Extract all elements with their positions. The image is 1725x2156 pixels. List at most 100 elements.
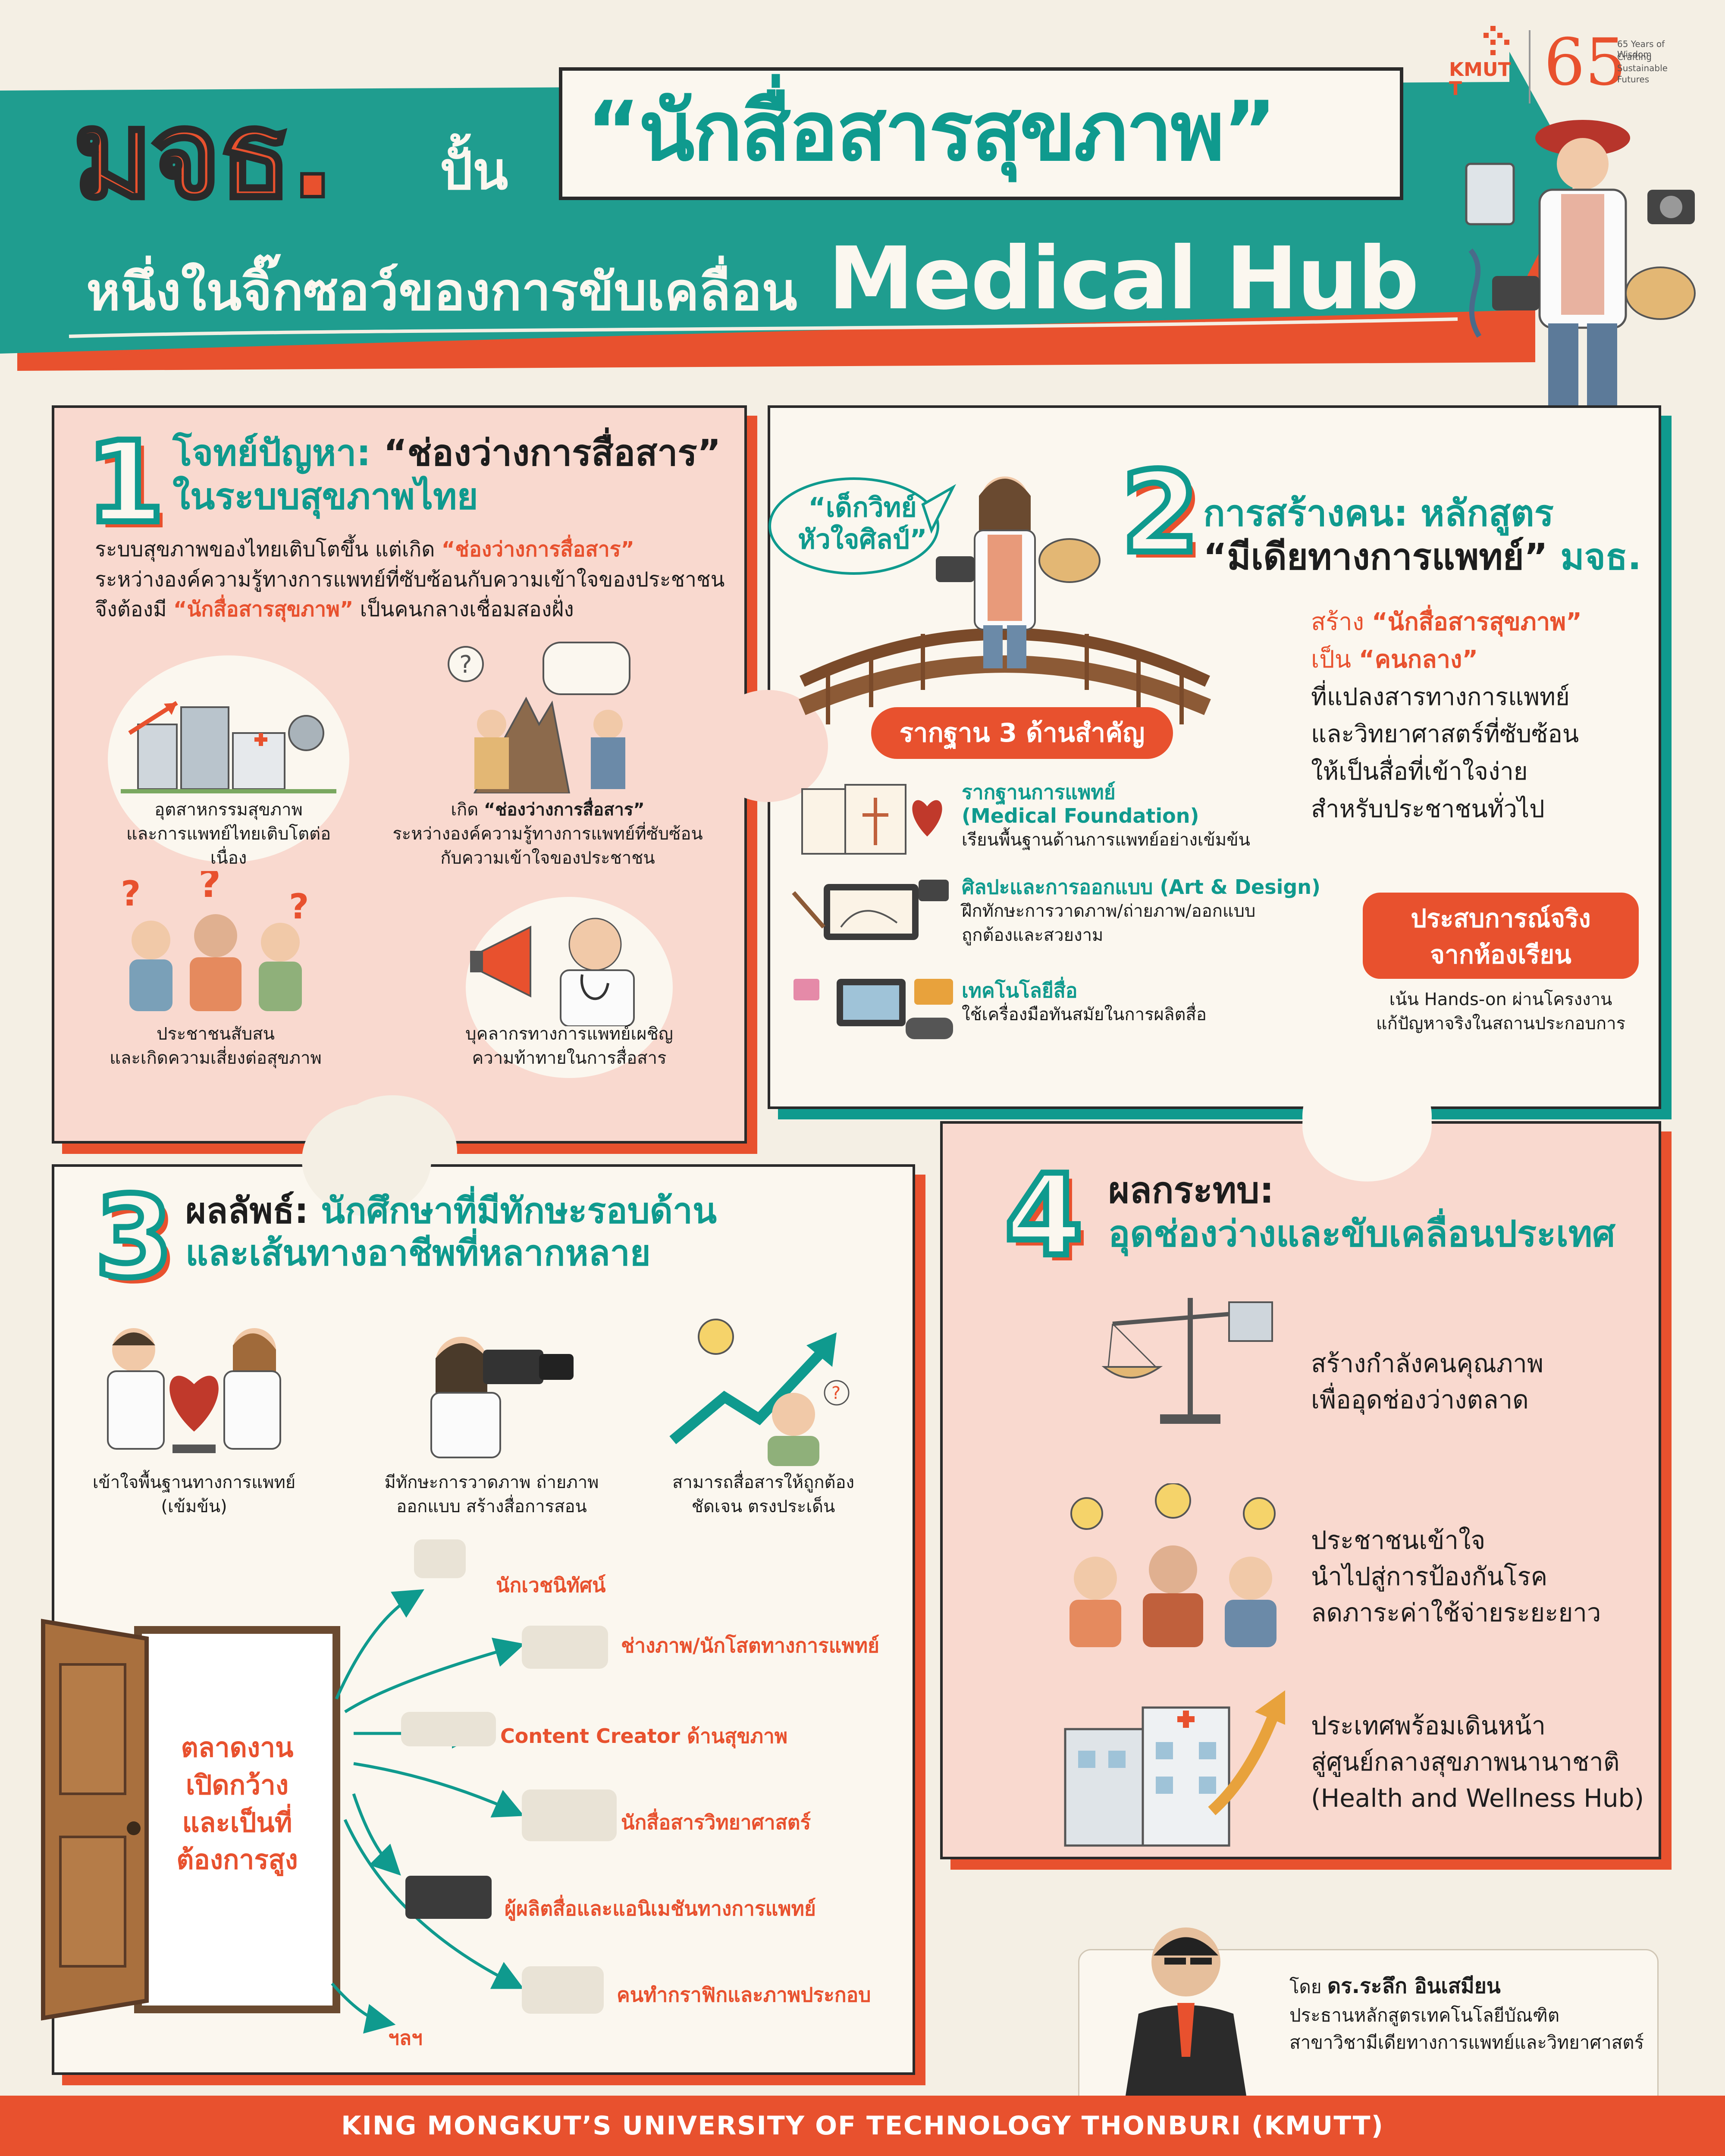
author-role-l1: ประธานหลักสูตรเทคโนโลยีบัณฑิต [1289,2005,1560,2026]
doctor-megaphone-illustration [470,918,635,1026]
s2-description: สร้าง “นักสื่อสารสุขภาพ” เป็น “คนกลาง” ท… [1311,604,1639,828]
section-4-panel [940,1121,1661,1859]
career-content-creator: Content Creator ด้านสุขภาพ [500,1724,788,1748]
f2-desc-l2: ถูกต้องและสวยงาม [962,925,1104,946]
exp-desc-l1: เน้น Hands-on ผ่านโครงงาน [1389,990,1612,1009]
s3-title-b: นักศึกษาที่มีทักษะรอบด้าน [321,1191,717,1232]
foundation-item-1: รากฐานการแพทย์ (Medical Foundation) เรีย… [962,780,1307,852]
bubble-l2: หัวใจศิลป์” [798,523,927,555]
header-subtitle-en: Medical Hub [828,229,1419,329]
door-l3: และเป็นที่ [182,1806,292,1838]
foundation-item-2: ศิลปะและการออกแบบ (Art & Design) ฝึกทักษ… [962,875,1350,947]
author-name: ดร.ระลึก อินเสมียน [1327,1974,1501,1998]
career-graphic-artist: คนทำกราฟิกและภาพประกอบ [617,1983,871,2006]
s2-as-b: “คนกลาง” [1358,645,1478,674]
s4-i2-l3: ลดภาระค่าใช้จ่ายระยะยาว [1311,1598,1601,1628]
door-l1: ตลาดงาน [181,1732,294,1763]
s1-caption-1: อุตสาหกรรมสุขภาพ และการแพทย์ไทยเติบโตต่อ… [112,798,345,870]
f2-desc-l1: ฝึกทักษะการวาดภาพ/ถ่ายภาพ/ออกแบบ [962,901,1256,921]
open-door-illustration [41,1619,340,2021]
s1-caption-4: บุคลากรทางการแพทย์เผชิญ ความท้าทายในการส… [448,1022,690,1070]
exp-description: เน้น Hands-on ผ่านโครงงาน แก้ปัญหาจริงใน… [1346,987,1656,1036]
author-role-l2: สาขาวิชามีเดียทางการแพทย์และวิทยาศาสตร์ [1289,2032,1644,2053]
kmutt-logo-text: KMUTT [1449,59,1511,100]
s1-p1a: ระบบสุขภาพของไทยเติบโตขึ้น แต่เกิด [95,537,435,561]
s1-cap1-l1: อุตสาหกรรมสุขภาพ [154,800,303,820]
f3-desc: ใช้เครื่องมือทันสมัยในการผลิตสื่อ [962,1005,1207,1025]
s1-title-c: ในระบบสุขภาพไทย [172,475,478,517]
s2-create-a: สร้าง [1311,608,1364,636]
f1-title-l1: รากฐานการแพทย์ [962,780,1116,804]
s1-p1b: “ช่องว่างการสื่อสาร” [441,537,634,561]
impact-item-1: สร้างกำลังคนคุณภาพ เพื่ออุดช่องว่างตลาด [1311,1345,1622,1418]
impact-item-3: ประเทศพร้อมเดินหน้า สู่ศูนย์กลางสุขภาพนา… [1311,1708,1656,1816]
s1-caption-2: เกิด “ช่องว่างการสื่อสาร” ระหว่างองค์ควา… [380,798,716,870]
students-heart-model-illustration [107,1328,281,1453]
career-icon-content-creator [401,1712,496,1746]
s1-cap1-l2: และการแพทย์ไทยเติบโตต่อเนื่อง [126,824,331,868]
f3-title: เทคโนโลยีสื่อ [962,979,1078,1002]
foundation-item-3: เทคโนโลยีสื่อ ใช้เครื่องมือทันสมัยในการผ… [962,979,1307,1027]
s2-desc-l4: สำหรับประชาชนทั่วไป [1311,795,1545,823]
svg-text:?: ? [198,871,221,906]
exp-desc-l2: แก้ปัญหาจริงในสถานประกอบการ [1376,1014,1626,1034]
logo-divider [1529,30,1531,103]
s1-cap4-l2: ความท้าทายในการสื่อสาร [472,1048,667,1068]
s2-create-b: “นักสื่อสารสุขภาพ” [1371,608,1582,636]
exp-l2: จากห้องเรียน [1430,940,1571,970]
s3-cap1-l2: (เข้มข้น) [161,1497,227,1517]
header-shapes [0,52,1630,371]
s3-cap1-l1: เข้าใจพื้นฐานทางการแพทย์ [92,1473,296,1492]
s1-title-a: โจทย์ปัญหา: [172,432,371,474]
s4-i3-l2: สู่ศูนย์กลางสุขภาพนานาชาติ [1311,1747,1620,1777]
s2-as-a: เป็น [1311,645,1351,674]
s1-cap3-l2: และเกิดความเสี่ยงต่อสุขภาพ [110,1048,322,1068]
s4-i1-l1: สร้างกำลังคนคุณภาพ [1311,1349,1544,1378]
s3-cap3-l2: ชัดเจน ตรงประเด็น [691,1497,835,1517]
org-abbrev: มจธ. [72,85,337,226]
s2-desc-l1: ที่แปลงสารทางการแพทย์ [1311,683,1570,711]
career-science-communicator: นักสื่อสารวิทยาศาสตร์ [621,1811,811,1834]
section-2-title: การสร้างคน: หลักสูตร “มีเดียทางการแพทย์”… [1203,492,1641,579]
anniv-line-3: Sustainable [1617,63,1668,73]
svg-text:?: ? [121,874,141,914]
s1-title-b: “ช่องว่างการสื่อสาร” [383,432,721,474]
puzzle-knob-5 [1302,1069,1432,1181]
footer-text: KING MONGKUT’S UNIVERSITY OF TECHNOLOGY … [341,2111,1384,2141]
job-market-text: ตลาดงาน เปิดกว้าง และเป็นที่ ต้องการสูง [147,1729,328,1879]
exp-l1: ประสบการณ์จริง [1411,904,1591,933]
impact-item-2: ประชาชนเข้าใจ นำไปสู่การป้องกันโรค ลดภาร… [1311,1522,1639,1631]
career-icon-science-communicator [522,1789,617,1841]
career-icon-graphic-artist [522,1966,604,2014]
s1-p2: ระหว่างองค์ความรู้ทางการแพทย์ที่ซับซ้อนก… [95,567,725,592]
anniv-line-1: 65 Years of Wisdom [1617,39,1665,60]
career-animation-producer: ผู้ผลิตสื่อและแอนิเมชันทางการแพทย์ [505,1897,816,1920]
tablet-drawing-illustration [792,880,949,940]
door-l4: ต้องการสูง [176,1844,298,1876]
career-arrows [331,1589,525,2034]
city-growth-illustration [121,701,336,793]
anniv-line-2: Crafting [1617,52,1652,62]
author-by: โดย [1289,1976,1322,1997]
anniv-number: 65 [1544,25,1626,100]
f2-title: ศิลปะและการออกแบบ (Art & Design) [962,875,1321,899]
quote-box [559,67,1403,200]
career-medical-photographer: ช่างภาพ/นักโสตทางการแพทย์ [621,1634,879,1657]
s2-desc-l2: และวิทยาศาสตร์ที่ซับซ้อน [1311,720,1579,749]
section-3-title: ผลลัพธ์: นักศึกษาที่มีทักษะรอบด้าน และเส… [185,1190,717,1275]
author-info: โดย ดร.ระลึก อินเสมียน ประธานหลักสูตรเทค… [1289,1971,1652,2056]
s4-i3-l3: (Health and Wellness Hub) [1311,1783,1644,1813]
s1-cap2-l1b: “ช่องว่างการสื่อสาร” [483,800,645,820]
f1-desc: เรียนพื้นฐานด้านการแพทย์อย่างเข้มข้น [962,830,1250,850]
puzzle-knob-4 [302,1104,431,1216]
anatomy-drawings-illustration [801,784,942,855]
door-l2: เปิดกว้าง [185,1769,289,1801]
s1-cap2-l2: ระหว่างองค์ความรู้ทางการแพทย์ที่ซับซ้อน [392,824,703,844]
photographer-illustration [430,1337,574,1458]
s1-cap2-l1a: เกิด [451,800,479,820]
media-tech-illustration [794,979,953,1039]
s3-title-c: และเส้นทางอาชีพที่หลากหลาย [185,1233,651,1274]
real-experience-badge: ประสบการณ์จริง จากห้องเรียน [1363,893,1639,979]
svg-text:?: ? [831,1383,841,1403]
career-icon-medical-photographer [522,1626,608,1669]
